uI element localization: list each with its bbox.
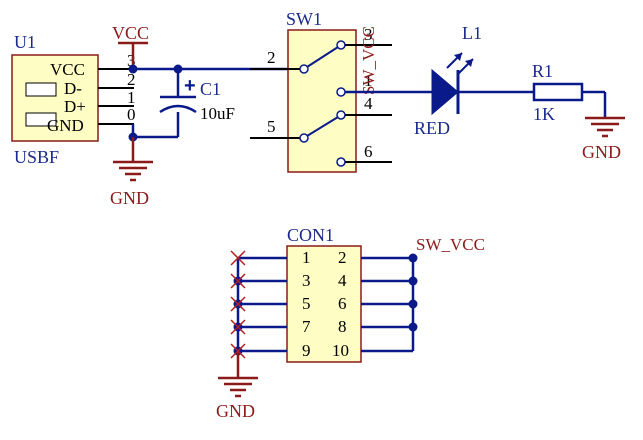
u1-pin-name-dplus: D+: [64, 97, 86, 116]
con1-sw-vcc-bus: SW_VCC: [408, 235, 485, 351]
con1-pin-number-6: 6: [338, 294, 347, 313]
sw1-pin-number-4: 4: [364, 94, 373, 113]
vcc-power-symbol: VCC: [112, 23, 149, 69]
u1-designator: U1: [14, 32, 36, 52]
con1-header[interactable]: CON1 1 2 3 4 5 6 7 8 9 10: [238, 225, 413, 363]
gnd-symbol-r1: GND: [582, 116, 625, 162]
sw1-pin-number-2: 2: [267, 48, 276, 67]
u1-pin-name-dminus: D-: [64, 79, 82, 98]
gnd-symbol-con1: GND: [216, 376, 258, 421]
u1-body: [11, 54, 99, 142]
gnd-label-con1: GND: [216, 401, 255, 421]
sw1-pin-number-6: 6: [364, 142, 373, 161]
no-connect-marks: [230, 250, 246, 359]
u1-pin-name-gnd: GND: [47, 116, 84, 135]
con1-gnd-bus: [233, 258, 243, 378]
gnd-symbol-u1: GND: [110, 160, 153, 208]
u1-name: USBF: [14, 147, 59, 167]
l1-designator: L1: [462, 23, 482, 43]
u1-pin-number-3: 3: [127, 51, 136, 70]
u1-pin-name-vcc: VCC: [50, 60, 85, 79]
sw1-pin-number-1: 1: [364, 71, 373, 90]
con1-pin-number-2: 2: [338, 248, 347, 267]
u1-usb-connector[interactable]: VCC D- D+ GND U1 USBF 3 2 1 0: [11, 32, 136, 167]
con1-pin-number-5: 5: [302, 294, 311, 313]
c1-polarity-mark: +: [184, 75, 196, 97]
r1-designator: R1: [532, 61, 553, 81]
u1-gnd-wire: [128, 112, 180, 162]
r1-resistor[interactable]: R1 1K: [532, 61, 607, 124]
con1-pin-number-8: 8: [338, 317, 347, 336]
u1-port-slot-lower: [25, 112, 57, 127]
l1-led[interactable]: L1 RED: [414, 23, 534, 138]
con1-pin-number-9: 9: [302, 341, 311, 360]
gnd-label-u1: GND: [110, 188, 149, 208]
sw1-designator: SW1: [286, 9, 322, 29]
u1-pin-number-0: 0: [127, 105, 136, 124]
con1-pin-number-3: 3: [302, 271, 311, 290]
vcc-label: VCC: [112, 23, 149, 43]
sw1-pin-number-3: 3: [364, 25, 373, 44]
r1-value: 1K: [533, 104, 555, 124]
u1-pin-number-2: 2: [127, 70, 136, 89]
gnd-label-r1: GND: [582, 142, 621, 162]
u1-port-slot-upper: [25, 82, 57, 97]
u1-pin-number-1: 1: [127, 88, 136, 107]
con1-pin-number-7: 7: [302, 317, 311, 336]
con1-pin-number-4: 4: [338, 271, 347, 290]
c1-capacitor[interactable]: + C1 10uF: [159, 69, 235, 123]
con1-net-label-sw-vcc: SW_VCC: [416, 235, 485, 254]
c1-value: 10uF: [200, 104, 235, 123]
l1-value: RED: [414, 118, 450, 138]
con1-pin-number-1: 1: [302, 248, 311, 267]
sw1-pin-number-5: 5: [267, 117, 276, 136]
sw1-switch[interactable]: SW1 2 5 3 1 4 6: [250, 9, 392, 173]
con1-designator: CON1: [287, 225, 334, 245]
sw1-net-label-sw-vcc: SW_VCC: [359, 26, 378, 95]
sw1-body: [287, 29, 357, 173]
c1-designator: C1: [200, 79, 221, 99]
con1-pin-number-10: 10: [332, 341, 349, 360]
con1-body: [286, 245, 362, 363]
